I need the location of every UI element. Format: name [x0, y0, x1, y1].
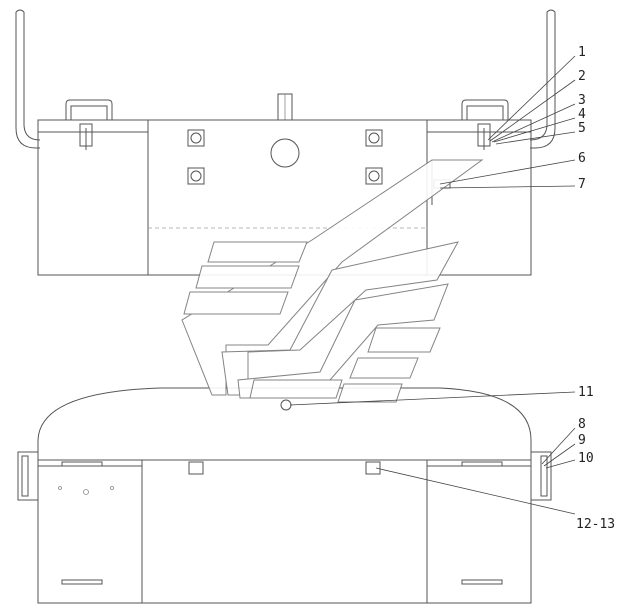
lower-bolt-right: [365, 461, 381, 475]
watermark-logo: [181, 159, 484, 403]
callout-12-13: 12-13: [576, 517, 615, 532]
right-u-handle: [461, 99, 509, 120]
callout-1: 1: [578, 45, 586, 60]
lower-nub: [280, 399, 292, 411]
lower-frame: [37, 459, 532, 604]
callout-4: 4: [578, 107, 586, 122]
callout-8: 8: [578, 417, 586, 432]
lower-outline: [37, 387, 532, 458]
top-view: [15, 9, 556, 276]
callout-3: 3: [578, 93, 586, 108]
callout-leaders: [289, 55, 576, 515]
lower-bolt-left: [188, 461, 204, 475]
callout-6: 6: [578, 151, 586, 166]
bottom-view: [17, 387, 552, 604]
center-hole: [270, 138, 300, 168]
callout-5: 5: [578, 121, 586, 136]
bolt-group-right: [365, 129, 383, 185]
left-u-handle: [65, 99, 113, 120]
callout-7: 7: [578, 177, 586, 192]
right-tall-handle: [529, 12, 556, 149]
callout-10: 10: [578, 451, 594, 466]
callout-9: 9: [578, 433, 586, 448]
bolt-group-left: [187, 129, 205, 185]
left-tall-handle: [15, 12, 41, 149]
callout-2: 2: [578, 69, 586, 84]
callout-labels: 1 2 3 4 5 6 7 11 8 9 10 12-13: [576, 45, 615, 532]
callout-11: 11: [578, 385, 594, 400]
